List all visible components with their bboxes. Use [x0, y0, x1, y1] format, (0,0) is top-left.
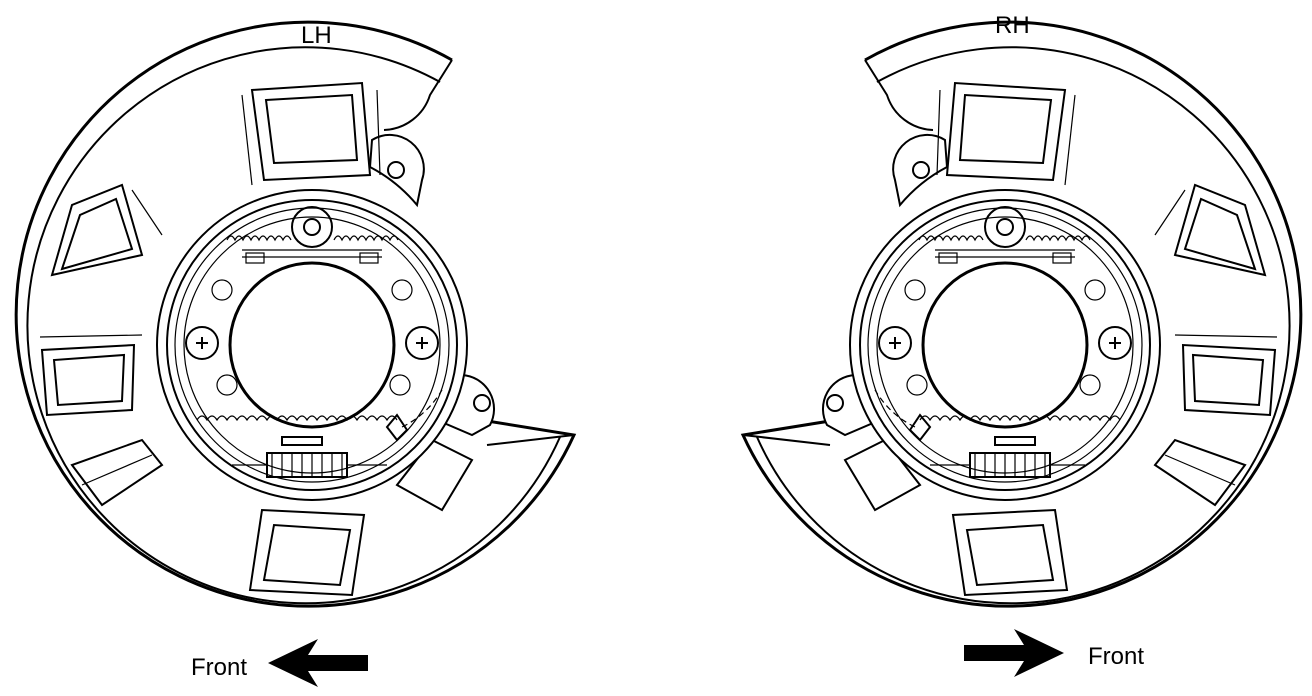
front-label-right: Front: [1088, 643, 1145, 670]
lh-label: LH: [301, 22, 332, 49]
front-label-left: Front: [191, 654, 248, 681]
lh-brake-assembly: [14, 20, 576, 608]
arrow-right-icon: [964, 629, 1064, 677]
rh-brake-assembly: [741, 20, 1303, 608]
rh-label: RH: [995, 12, 1030, 39]
arrow-left-icon: [268, 639, 368, 687]
